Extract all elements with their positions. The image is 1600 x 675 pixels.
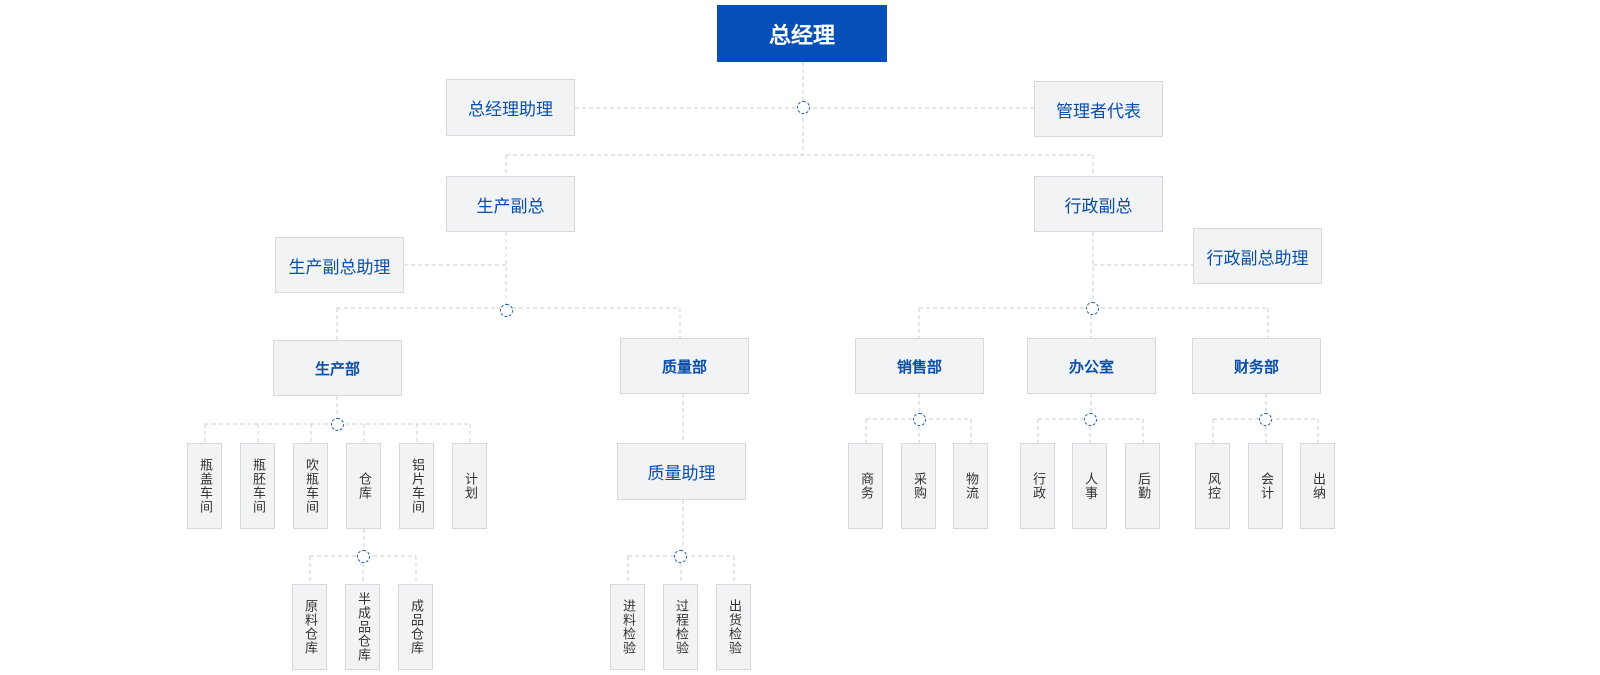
leaf-quality-unit: 过程检验	[663, 584, 698, 670]
connector-hub	[1084, 413, 1097, 426]
connector-hub	[1259, 413, 1272, 426]
node-dept-sales: 销售部	[855, 338, 984, 394]
leaf-warehouse-unit: 原料仓库	[292, 584, 327, 670]
node-dept-production: 生产部	[273, 340, 402, 396]
leaf-sales-unit: 商务	[848, 443, 883, 529]
leaf-production-unit: 铝片车间	[399, 443, 434, 529]
leaf-sales-unit: 采购	[901, 443, 936, 529]
leaf-production-unit: 吹瓶车间	[293, 443, 328, 529]
leaf-office-unit: 后勤	[1125, 443, 1160, 529]
leaf-warehouse-unit: 成品仓库	[398, 584, 433, 670]
leaf-office-unit: 行政	[1020, 443, 1055, 529]
leaf-production-unit: 计划	[452, 443, 487, 529]
node-general-manager: 总经理	[717, 5, 887, 62]
leaf-production-unit: 瓶盖车间	[187, 443, 222, 529]
leaf-office-unit: 人事	[1072, 443, 1107, 529]
node-vp-admin: 行政副总	[1034, 176, 1163, 232]
connector-hub	[674, 550, 687, 563]
leaf-warehouse-unit: 半成品仓库	[345, 584, 380, 670]
leaf-sales-unit: 物流	[953, 443, 988, 529]
node-gm-assistant: 总经理助理	[446, 79, 575, 136]
leaf-production-unit: 仓库	[346, 443, 381, 529]
connector-hub	[797, 101, 810, 114]
leaf-finance-unit: 风控	[1195, 443, 1230, 529]
node-quality-assistant: 质量助理	[617, 443, 746, 500]
connector-hub	[1086, 302, 1099, 315]
leaf-finance-unit: 会计	[1248, 443, 1283, 529]
leaf-quality-unit: 进料检验	[610, 584, 645, 670]
node-dept-office: 办公室	[1027, 338, 1156, 394]
connector-hub	[500, 304, 513, 317]
node-dept-finance: 财务部	[1192, 338, 1321, 394]
leaf-finance-unit: 出纳	[1300, 443, 1335, 529]
node-vp-production: 生产副总	[446, 176, 575, 232]
connector-hub	[357, 550, 370, 563]
node-vp-admin-assistant: 行政副总助理	[1193, 228, 1322, 284]
connector-hub	[913, 413, 926, 426]
node-vp-production-assistant: 生产副总助理	[275, 237, 404, 293]
leaf-production-unit: 瓶胚车间	[240, 443, 275, 529]
node-dept-quality: 质量部	[620, 338, 749, 394]
leaf-quality-unit: 出货检验	[716, 584, 751, 670]
connector-hub	[331, 418, 344, 431]
node-management-rep: 管理者代表	[1034, 81, 1163, 137]
